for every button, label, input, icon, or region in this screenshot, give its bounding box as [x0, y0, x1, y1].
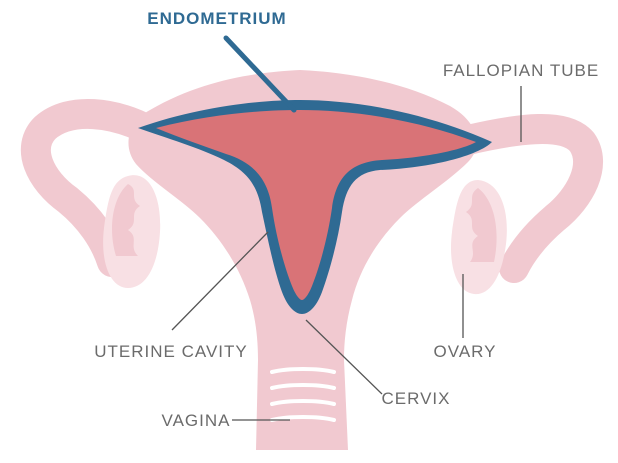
- cervix-leader: [305, 319, 383, 395]
- ovary-label: OVARY: [434, 342, 497, 361]
- uterine-cavity-leader: [171, 231, 269, 331]
- fallopian-tube-label: FALLOPIAN TUBE: [443, 61, 599, 80]
- endometrium-leader: [223, 35, 297, 113]
- left-fallopian-tube: [20, 98, 165, 277]
- vaginal-ring: [270, 383, 336, 390]
- vaginal-ring: [270, 399, 336, 406]
- endometrium-label: ENDOMETRIUM: [147, 9, 286, 28]
- vaginal-ring: [270, 367, 336, 374]
- right-fallopian-tube: [453, 114, 603, 283]
- uterine-cavity-label: UTERINE CAVITY: [94, 342, 247, 361]
- cervix-label: CERVIX: [382, 389, 451, 408]
- right-ovary-fold: [466, 188, 497, 262]
- vaginal-rugae: [270, 367, 336, 422]
- left-ovary-fold: [112, 184, 140, 256]
- vagina-label: VAGINA: [162, 411, 231, 430]
- vaginal-ring: [270, 415, 336, 422]
- uterine-cavity-region: [156, 110, 476, 300]
